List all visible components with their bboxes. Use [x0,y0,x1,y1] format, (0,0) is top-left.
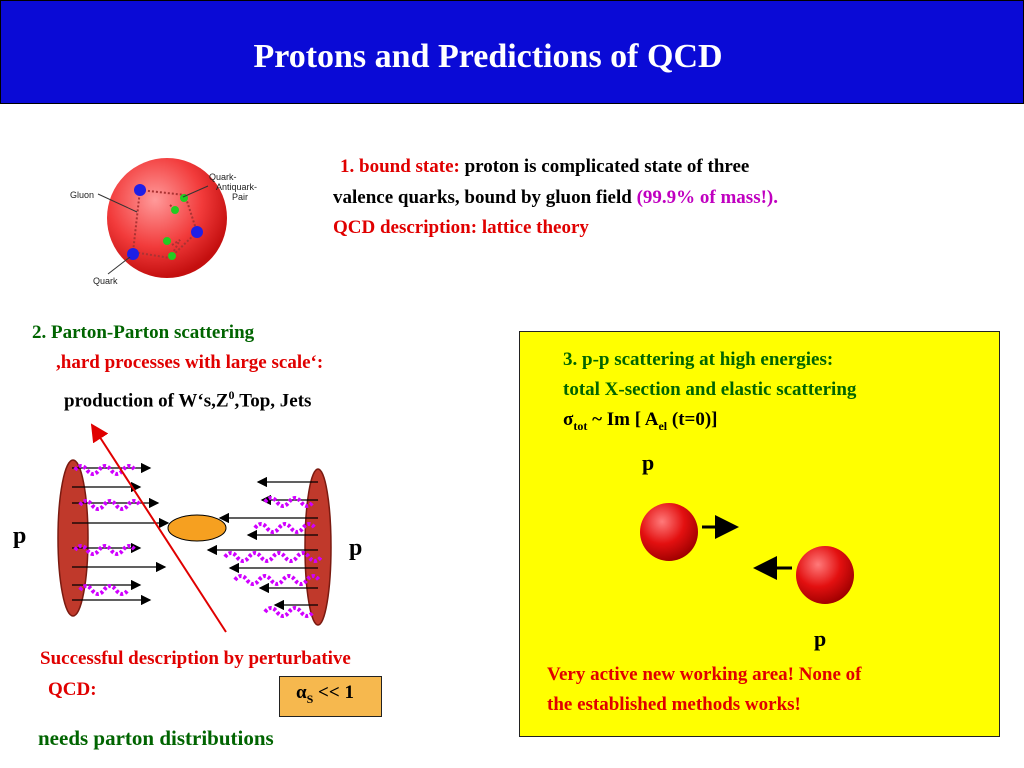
section3-heading: 3. p-p scattering at high energies: [563,349,834,370]
sigma-rest: (t=0)] [667,409,718,430]
antiquark-dot [168,252,176,260]
alpha-symbol: α [296,682,307,703]
section3-line2: total X-section and elastic scattering [563,379,857,400]
antiquark-dot [171,206,179,214]
pair-label-2: Antiquark- [216,182,257,192]
section3-note-line2: the established methods works! [547,694,801,715]
success-line1: Successful description by perturbative [40,648,351,669]
section2-subheading: ,hard processes with large scale‘: [56,352,324,373]
alpha-s-text: αS << 1 [296,678,354,714]
proton-ball-right [796,546,854,604]
right-proton-label: p [349,535,363,561]
outgoing-jet-arrow [90,423,227,633]
z-superscript: 0 [228,388,235,402]
proton-structure-diagram: Gluon Quark- Antiquark- Pair Quark [70,158,257,286]
quark-dot [191,226,203,238]
sigma-mid: ~ Im [ A [587,409,659,430]
sigma-symbol: σ [563,409,574,430]
proton-top-label: p [642,450,655,475]
proton-bottom-label: p [814,626,827,651]
parton-scattering-diagram [57,423,332,633]
section1-number: 1. bound state: [340,156,460,177]
alpha-s-box [279,676,382,717]
production-rest: ,Top, Jets [234,390,312,412]
section1-line2-text: valence quarks, bound by gluon field [333,187,637,208]
needs-parton-distributions: needs parton distributions [38,726,274,750]
success-line2: QCD: [48,679,97,700]
section1-line1: 1. bound state: proton is complicated st… [340,152,749,182]
antiquark-dot [163,237,171,245]
left-proton-label: p [13,523,27,549]
production-text: production of W‘s,Z [64,390,229,412]
alpha-rest: << 1 [313,682,354,703]
page-title: Protons and Predictions of QCD [253,38,723,75]
mass-fraction: (99.9% of mass!). [636,187,778,208]
quark-label: Quark [93,276,118,286]
section1-line3: QCD description: lattice theory [333,217,589,238]
section2-production: production of W‘s,Z0,Top, Jets [64,380,311,416]
right-proton-ellipse [304,468,332,626]
pair-label-1: Quark- [209,172,237,182]
gluon-label: Gluon [70,190,94,200]
alpha-subscript: S [306,691,314,706]
section3-note-line1: Very active new working area! None of [547,664,862,685]
pp-collision-diagram [640,503,854,604]
gluon-string [131,188,199,260]
section1-line1-text: proton is complicated state of three [459,156,750,177]
sigma-subscript: tot [573,418,588,433]
section1-line2: valence quarks, bound by gluon field (99… [333,183,778,213]
pair-label-3: Pair [232,192,248,202]
sigma-formula: σtot ~ Im [ Ael (t=0)] [563,405,718,441]
hard-scattering-blob [167,514,227,542]
section2-heading: 2. Parton-Parton scattering [32,322,255,343]
section3-box [519,331,1000,737]
left-proton-ellipse [57,459,89,617]
quark-dot [134,184,146,196]
proton-ball-left [640,503,698,561]
title-bar [0,0,1024,104]
a-subscript: el [658,418,668,433]
